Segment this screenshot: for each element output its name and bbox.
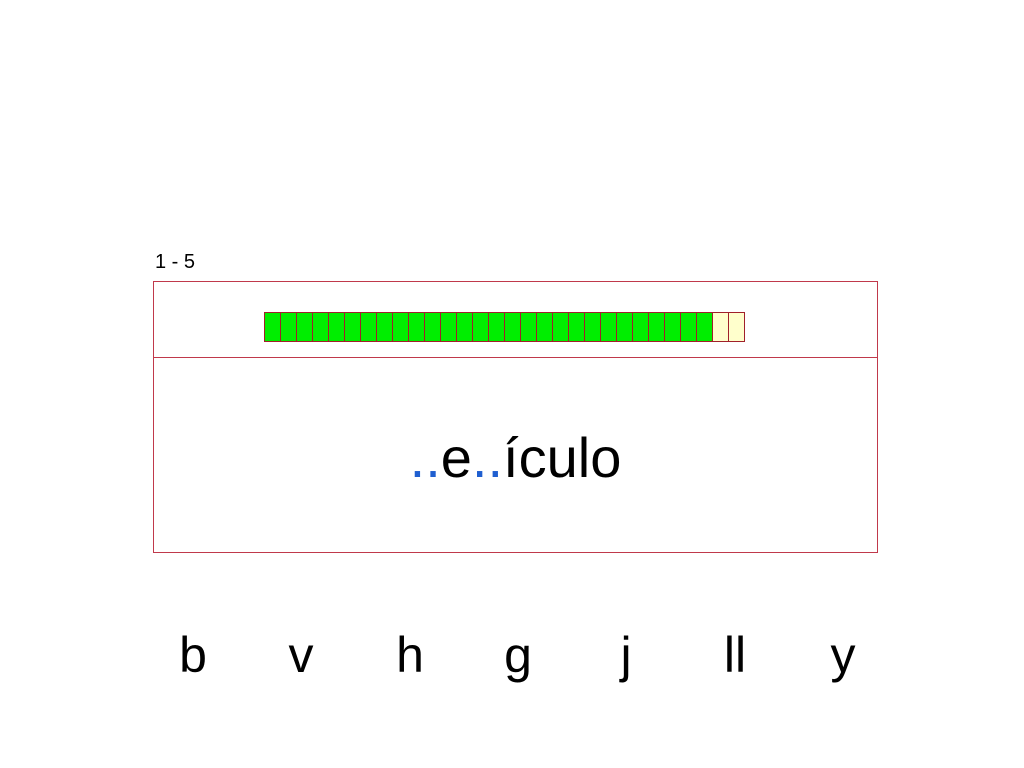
letter-option-j[interactable]: j [620,627,632,683]
progress-row [154,282,877,358]
progress-cell-completed [552,312,569,342]
progress-cell-completed [504,312,521,342]
progress-cell-completed [680,312,697,342]
progress-cell-completed [296,312,313,342]
word-text: ..e..ículo [410,425,622,490]
progress-cell-remaining [728,312,745,342]
progress-cell-completed [696,312,713,342]
question-counter: 1 - 5 [155,251,196,273]
letter-options: b v h g j ll y [148,620,888,690]
progress-cell-completed [456,312,473,342]
letter-option-b[interactable]: b [179,627,207,683]
progress-cell-completed [344,312,361,342]
progress-cell-completed [536,312,553,342]
progress-cell-completed [520,312,537,342]
progress-cell-completed [616,312,633,342]
progress-cell-completed [632,312,649,342]
progress-cell-completed [488,312,505,342]
progress-cell-completed [424,312,441,342]
word-fragment: ículo [503,425,622,489]
progress-cell-completed [264,312,281,342]
word-blank: .. [409,425,441,489]
progress-cell-completed [664,312,681,342]
progress-cell-completed [440,312,457,342]
progress-cell-completed [328,312,345,342]
letter-option-v[interactable]: v [288,627,314,683]
progress-cell-completed [360,312,377,342]
letter-option-ll[interactable]: ll [723,627,747,683]
progress-bar [264,312,745,342]
letter-option-g[interactable]: g [504,627,532,683]
progress-cell-remaining [712,312,729,342]
progress-cell-completed [568,312,585,342]
progress-cell-completed [312,312,329,342]
progress-cell-completed [600,312,617,342]
word-display: ..e..ículo [154,362,877,552]
letter-option-h[interactable]: h [396,627,424,683]
word-blank: .. [471,425,504,489]
progress-cell-completed [280,312,297,342]
progress-cell-completed [408,312,425,342]
progress-cell-completed [376,312,393,342]
progress-cell-completed [648,312,665,342]
progress-cell-completed [472,312,489,342]
progress-cell-completed [392,312,409,342]
progress-cell-completed [584,312,601,342]
letter-option-y[interactable]: y [830,627,856,683]
exercise-panel: ..e..ículo [153,281,878,553]
word-fragment: e [440,425,472,489]
